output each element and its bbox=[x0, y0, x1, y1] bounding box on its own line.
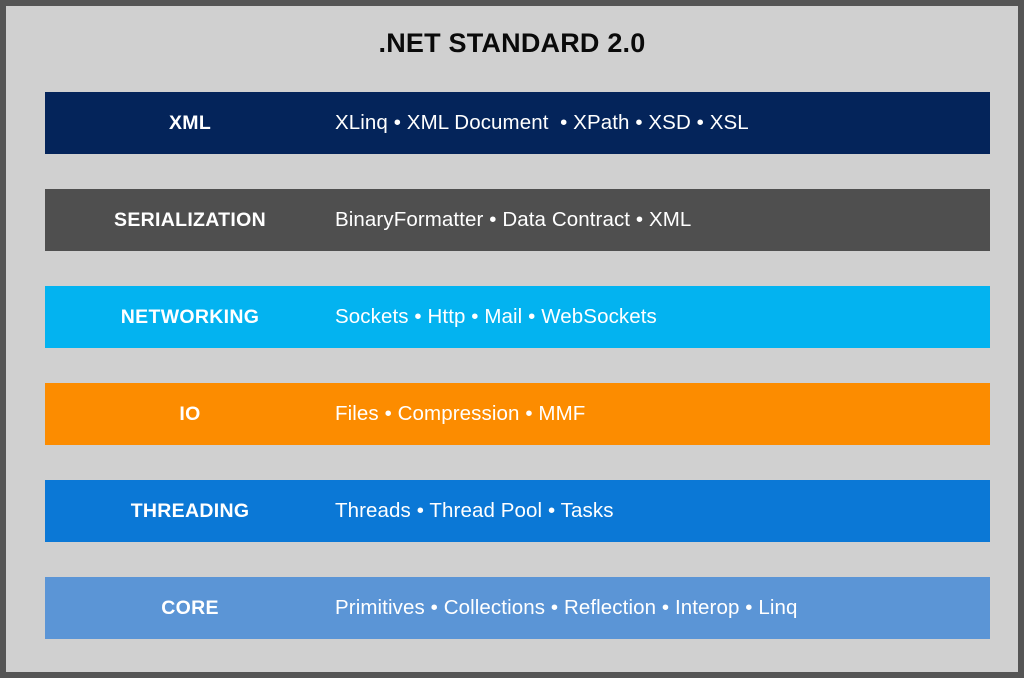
layer-label-threading: THREADING bbox=[130, 499, 250, 522]
layer-items-xml: XLinq • XML Document • XPath • XSD • XSL bbox=[335, 111, 749, 134]
layer-items-serialization: BinaryFormatter • Data Contract • XML bbox=[335, 208, 692, 231]
layer-row-core: CORE Primitives • Collections • Reflecti… bbox=[45, 577, 990, 639]
layer-label-core: CORE bbox=[161, 596, 219, 619]
layer-stack: XML XLinq • XML Document • XPath • XSD •… bbox=[45, 92, 990, 639]
page-title: .NET STANDARD 2.0 bbox=[378, 28, 646, 58]
layer-row-networking: NETWORKING Sockets • Http • Mail • WebSo… bbox=[45, 286, 990, 348]
layer-items-io: Files • Compression • MMF bbox=[335, 402, 586, 425]
layer-label-xml: XML bbox=[168, 111, 212, 134]
layer-row-io: IO Files • Compression • MMF bbox=[45, 383, 990, 445]
layer-items-threading: Threads • Thread Pool • Tasks bbox=[335, 499, 614, 522]
layer-label-serialization: SERIALIZATION bbox=[114, 208, 266, 231]
layer-label-networking: NETWORKING bbox=[120, 305, 260, 328]
layer-row-serialization: SERIALIZATION BinaryFormatter • Data Con… bbox=[45, 189, 990, 251]
layer-row-threading: THREADING Threads • Thread Pool • Tasks bbox=[45, 480, 990, 542]
layer-items-networking: Sockets • Http • Mail • WebSockets bbox=[335, 305, 657, 328]
layer-items-core: Primitives • Collections • Reflection • … bbox=[335, 596, 798, 619]
layer-label-io: IO bbox=[179, 402, 201, 425]
layer-row-xml: XML XLinq • XML Document • XPath • XSD •… bbox=[45, 92, 990, 154]
